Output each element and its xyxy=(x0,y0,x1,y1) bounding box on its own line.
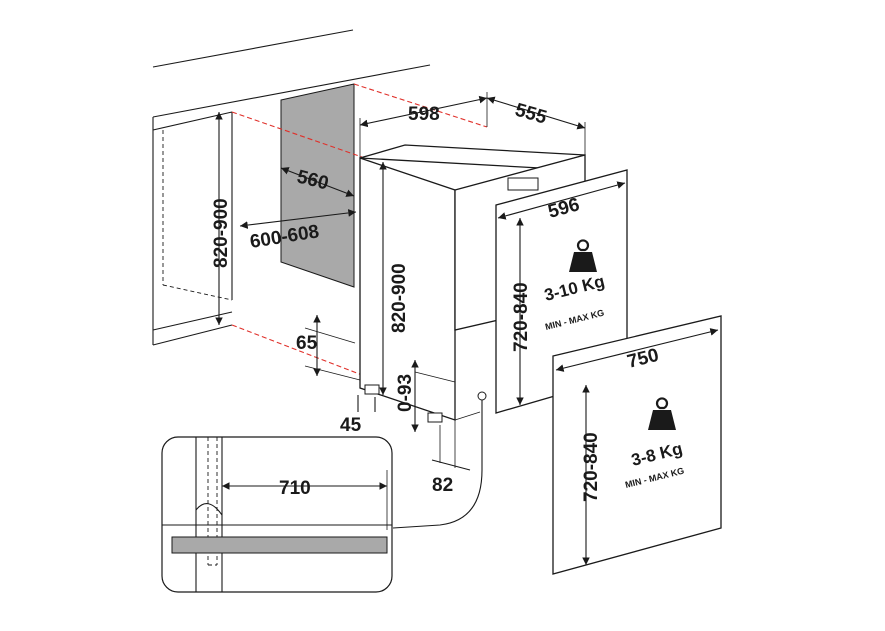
dim-big-door-height: 720-840 xyxy=(581,432,602,502)
foot-front-left xyxy=(364,384,380,395)
weight-icon xyxy=(569,239,597,272)
dim-detail-width: 710 xyxy=(279,478,311,499)
dim-plinth-offset: 45 xyxy=(340,415,362,436)
foot-front-right xyxy=(427,412,443,423)
dim-door-height: 720-840 xyxy=(511,282,532,352)
hose-connector xyxy=(477,391,487,401)
dim-appliance-depth: 555 xyxy=(513,100,550,129)
dimension-lines xyxy=(215,92,719,565)
dim-appliance-height: 820-900 xyxy=(389,263,410,333)
dim-foot-depth: 82 xyxy=(432,475,453,496)
dim-plinth-height: 65 xyxy=(296,333,318,354)
worktop xyxy=(152,29,431,346)
dim-foot-adjust: 0-93 xyxy=(395,374,416,412)
detail-plinth-bar xyxy=(171,536,388,554)
control-panel xyxy=(507,177,539,191)
weight-icon xyxy=(648,397,676,430)
detail-inset xyxy=(161,400,483,593)
dim-niche-height: 820-900 xyxy=(211,198,232,268)
dim-appliance-width: 598 xyxy=(408,104,440,125)
